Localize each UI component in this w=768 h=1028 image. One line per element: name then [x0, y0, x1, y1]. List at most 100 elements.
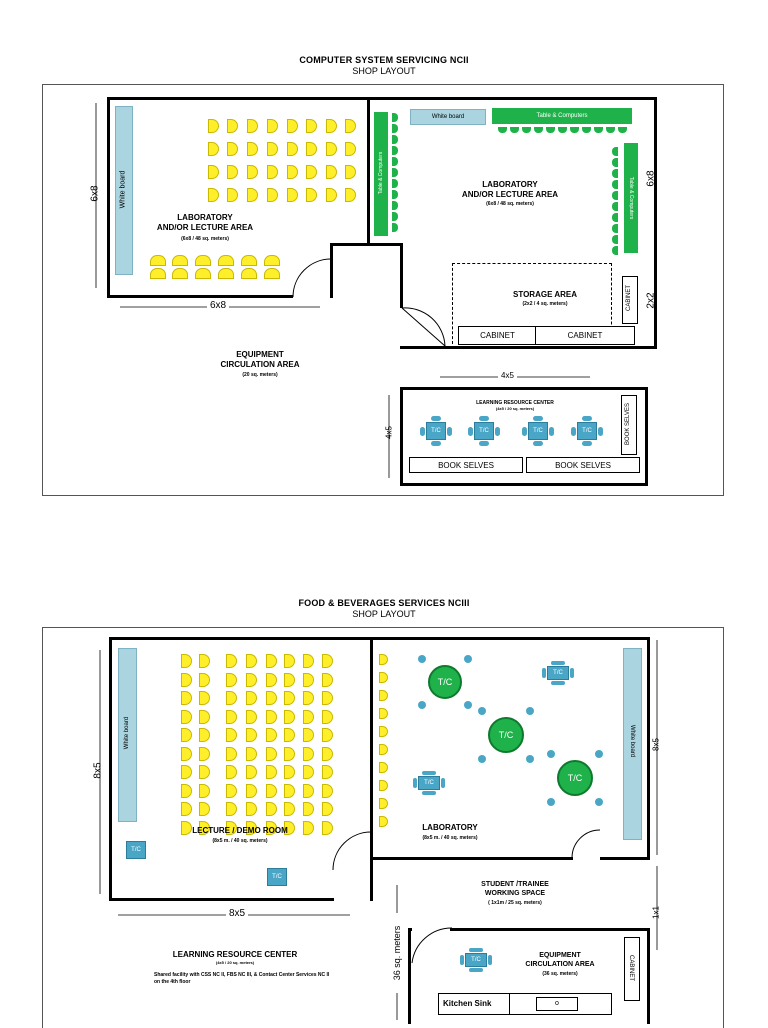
- chair: [595, 750, 603, 758]
- computer-seat: [558, 127, 567, 133]
- lrc-note: Shared facility with CSS NC II, FBS NC I…: [154, 972, 330, 985]
- dimension-label: 8x5: [92, 762, 104, 779]
- chair: [464, 701, 472, 709]
- seat: [181, 783, 192, 798]
- seat: [322, 746, 333, 761]
- seat: [322, 672, 333, 687]
- computer-seat: [392, 146, 398, 155]
- computer-seat: [392, 223, 398, 232]
- seat: [287, 165, 298, 179]
- seat: [267, 119, 278, 133]
- dimension-label: 8x5: [226, 908, 249, 919]
- tc-station: T/C: [547, 666, 569, 680]
- seat: [227, 188, 238, 202]
- seat: [226, 654, 237, 668]
- chair: [570, 668, 574, 678]
- seat: [379, 780, 388, 791]
- trainee-space-subtitle: ( 1x1m / 25 sq. meters): [488, 900, 542, 906]
- dimension-label: 6x8: [645, 170, 657, 187]
- computer-seat: [510, 127, 519, 133]
- wall: [400, 243, 403, 308]
- whiteboard-label: White board: [124, 716, 130, 750]
- layout2-frame: [42, 627, 724, 1028]
- book-shelf: BOOK SELVES: [409, 457, 523, 473]
- computer-seat: [582, 127, 591, 133]
- seat: [208, 165, 219, 179]
- seat: [303, 709, 314, 724]
- wall: [400, 346, 657, 349]
- computer-seat: [392, 179, 398, 188]
- lab-area-subtitle: (6x8 / 48 sq. meters): [486, 201, 534, 207]
- book-shelf-label: BOOK SELVES: [625, 403, 631, 445]
- seat: [345, 119, 356, 133]
- seat: [264, 268, 280, 279]
- whiteboard: [118, 648, 137, 822]
- dimension-label: 36 sq. meters: [392, 913, 402, 993]
- seat: [379, 798, 388, 809]
- chair: [479, 416, 489, 421]
- chair: [479, 441, 489, 446]
- lrc-title: LEARNING RESOURCE CENTER: [172, 950, 298, 959]
- seat: [284, 765, 295, 779]
- seat: [208, 188, 219, 202]
- seat: [172, 268, 188, 279]
- seat: [246, 728, 257, 742]
- cabinet: CABINET: [535, 326, 635, 345]
- chair: [431, 416, 441, 421]
- chair: [418, 701, 426, 709]
- seat: [326, 188, 337, 202]
- wall: [654, 97, 657, 349]
- seat: [172, 255, 188, 266]
- trainee-space-title: STUDENT /TRAINEE WORKING SPACE: [481, 881, 549, 897]
- computer-seat: [392, 212, 398, 221]
- wall: [450, 928, 650, 931]
- seat: [306, 142, 317, 156]
- seat: [266, 691, 277, 705]
- equipment-area-title: EQUIPMENT CIRCULATION AREA: [525, 952, 595, 968]
- seat: [284, 820, 295, 835]
- chair: [533, 441, 543, 446]
- seat: [199, 654, 210, 668]
- seat: [246, 691, 257, 705]
- kitchen-sink-label: Kitchen Sink: [439, 994, 510, 1014]
- seat: [181, 728, 192, 742]
- storage-area-subtitle: (2x2 / 4 sq. meters): [522, 301, 568, 307]
- wall: [107, 295, 293, 298]
- wall: [367, 97, 370, 245]
- seat: [246, 783, 257, 798]
- kitchen-counter: Kitchen Sink o: [438, 993, 612, 1015]
- layout2-subtitle: SHOP LAYOUT: [352, 609, 416, 619]
- wall: [107, 97, 110, 298]
- computer-seat: [612, 235, 618, 244]
- seat: [150, 255, 166, 266]
- chair: [526, 707, 534, 715]
- tc-station: T/C: [474, 422, 494, 440]
- cabinet-label: CABINET: [626, 285, 632, 312]
- seat: [303, 728, 314, 742]
- seat: [326, 119, 337, 133]
- lecture-room-title: LECTURE / DEMO ROOM: [192, 826, 288, 835]
- seat: [199, 746, 210, 761]
- seat: [345, 188, 356, 202]
- seat: [247, 188, 258, 202]
- wall: [107, 97, 370, 100]
- dimension-label: 8x5: [651, 738, 661, 751]
- seat: [284, 672, 295, 687]
- seat: [306, 119, 317, 133]
- chair: [431, 441, 441, 446]
- chair: [469, 948, 483, 952]
- seat: [246, 654, 257, 668]
- chair: [522, 427, 527, 436]
- dimension-label: 2x2: [645, 292, 657, 309]
- cabinet: CABINET: [458, 326, 537, 345]
- tc-station: T/C: [418, 776, 440, 790]
- seat: [199, 820, 210, 835]
- laboratory-title: LABORATORY: [422, 823, 478, 832]
- computer-seat: [612, 224, 618, 233]
- computer-seat: [570, 127, 579, 133]
- seat: [322, 765, 333, 779]
- seat: [246, 765, 257, 779]
- wall: [408, 928, 411, 1024]
- wall: [600, 857, 650, 860]
- seat: [303, 820, 314, 835]
